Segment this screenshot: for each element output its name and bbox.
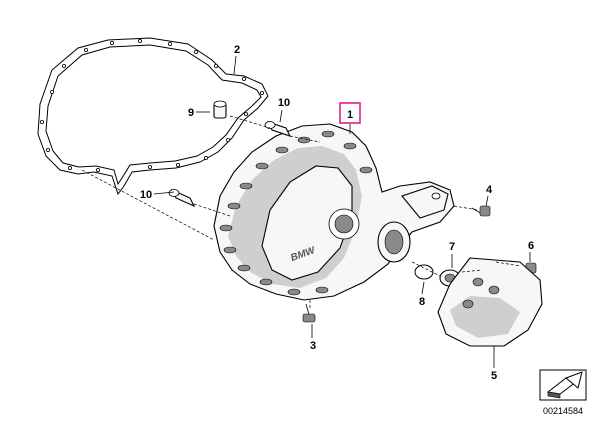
callout-6[interactable]: 6: [528, 240, 534, 252]
assembly-lines: [81, 115, 521, 277]
callout-1[interactable]: 1: [347, 109, 353, 121]
dowel-pin-lower-part[interactable]: [168, 188, 196, 208]
callout-4[interactable]: 4: [486, 184, 493, 196]
arrow-right-icon: [546, 371, 583, 399]
o-ring-part-8[interactable]: [414, 264, 434, 280]
callouts: 1 2 3 4 5 6 7 8 9 10 10: [140, 44, 534, 382]
engine-cover-part[interactable]: BMW: [213, 123, 455, 301]
callout-8[interactable]: 8: [419, 296, 425, 308]
callout-3[interactable]: 3: [310, 340, 316, 352]
screw-part-4[interactable]: [471, 205, 491, 217]
callout-10-upper[interactable]: 10: [278, 97, 290, 109]
callout-2[interactable]: 2: [234, 44, 240, 56]
callout-7[interactable]: 7: [449, 241, 455, 253]
cover-plate-part-5[interactable]: [437, 257, 543, 347]
reference-number: 00214584: [543, 406, 583, 416]
nav-arrow-box[interactable]: [539, 369, 587, 401]
callout-10-lower[interactable]: 10: [140, 189, 152, 201]
callout-leaders: [153, 55, 531, 368]
dowel-pin-upper-part[interactable]: [264, 121, 292, 137]
gasket-part[interactable]: [37, 37, 269, 196]
sleeve-part[interactable]: [213, 100, 227, 119]
callout-1-highlight-box: [339, 102, 361, 124]
callout-9[interactable]: 9: [188, 107, 194, 119]
callout-5[interactable]: 5: [491, 370, 497, 382]
screw-part-3[interactable]: [302, 300, 316, 323]
